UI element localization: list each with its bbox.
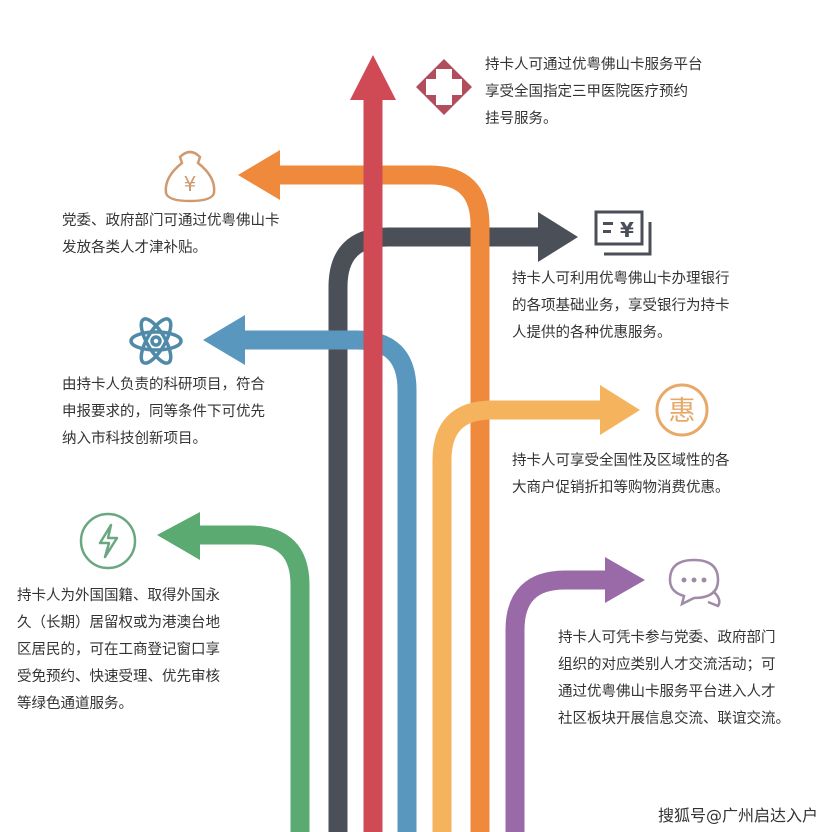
svg-text:¥: ¥ xyxy=(184,172,197,196)
text-line: 受免预约、快速受理、优先审核 xyxy=(17,669,220,685)
text-line: 社区板块开展信息交流、联谊交流。 xyxy=(558,711,790,727)
item-text-discount: 持卡人可享受全国性及区域性的各 大商户促销折扣等购物消费优惠。 xyxy=(512,448,730,502)
blue-arrowhead xyxy=(203,315,245,365)
orange-line xyxy=(275,165,490,832)
purple-arrowhead xyxy=(605,557,645,603)
text-line: 由持卡人负责的科研项目，符合 xyxy=(62,377,265,393)
blue-line xyxy=(240,330,417,832)
text-line: 党委、政府部门可通过优粤佛山卡 xyxy=(62,213,280,229)
text-line: 发放各类人才津补贴。 xyxy=(62,240,207,256)
text-line: 组织的对应类别人才交流活动；可 xyxy=(558,657,776,673)
red-arrowhead xyxy=(350,55,396,100)
text-line: 区居民的，可在工商登记窗口享 xyxy=(17,642,220,658)
text-line: 持卡人可利用优粤佛山卡办理银行 xyxy=(512,271,730,287)
text-line: 人提供的各种优惠服务。 xyxy=(512,325,672,341)
text-line: 持卡人可享受全国性及区域性的各 xyxy=(512,453,730,469)
item-text-research: 由持卡人负责的科研项目，符合 申报要求的，同等条件下可优先 纳入市科技创新项目。 xyxy=(62,372,265,453)
lightning-icon xyxy=(79,512,137,570)
text-line: 的各项基础业务，享受银行为持卡 xyxy=(512,298,730,314)
yellow-arrowhead xyxy=(600,385,640,435)
hospital-cross-icon xyxy=(416,59,472,115)
text-line: 纳入市科技创新项目。 xyxy=(62,431,207,447)
dark-arrowhead xyxy=(538,212,578,262)
text-line: 持卡人可通过优粤佛山卡服务平台 xyxy=(485,57,703,73)
money-bag-icon: ¥ xyxy=(164,150,216,203)
purple-line xyxy=(505,570,610,832)
item-text-subsidy: 党委、政府部门可通过优粤佛山卡 发放各类人才津补贴。 xyxy=(62,208,280,262)
text-line: 等绿色通道服务。 xyxy=(17,696,133,712)
yellow-line xyxy=(432,400,605,832)
text-line: 大商户促销折扣等购物消费优惠。 xyxy=(512,480,730,496)
discount-icon: 惠 xyxy=(655,383,709,437)
item-text-green-channel: 持卡人为外国国籍、取得外国永 久（长期）居留权或为港澳台地 区居民的，可在工商登… xyxy=(17,583,220,718)
text-line: 享受全国指定三甲医院医疗预约 xyxy=(485,84,688,100)
text-line: 挂号服务。 xyxy=(485,111,558,127)
text-line: 通过优粤佛山卡服务平台进入人才 xyxy=(558,684,776,700)
text-line: 持卡人可凭卡参与党委、政府部门 xyxy=(558,630,776,646)
dark-line xyxy=(328,227,545,832)
watermark: 搜狐号@广州启达入户 xyxy=(657,806,818,825)
text-line: 持卡人为外国国籍、取得外国永 xyxy=(17,588,220,604)
svg-text:¥: ¥ xyxy=(620,218,634,242)
chat-bubble-icon xyxy=(668,558,721,608)
green-arrowhead xyxy=(157,512,200,560)
text-line: 申报要求的，同等条件下可优先 xyxy=(62,404,265,420)
bank-check-icon: ¥ xyxy=(594,210,652,256)
item-text-bank: 持卡人可利用优粤佛山卡办理银行 的各项基础业务，享受银行为持卡 人提供的各种优惠… xyxy=(512,266,730,347)
atom-icon xyxy=(129,317,183,365)
green-line xyxy=(195,525,310,832)
svg-text:惠: 惠 xyxy=(669,396,696,427)
item-text-hospital: 持卡人可通过优粤佛山卡服务平台 享受全国指定三甲医院医疗预约 挂号服务。 xyxy=(485,52,703,133)
orange-arrowhead xyxy=(238,150,280,200)
text-line: 久（长期）居留权或为港澳台地 xyxy=(17,615,220,631)
item-text-exchange: 持卡人可凭卡参与党委、政府部门 组织的对应类别人才交流活动；可 通过优粤佛山卡服… xyxy=(558,625,790,733)
